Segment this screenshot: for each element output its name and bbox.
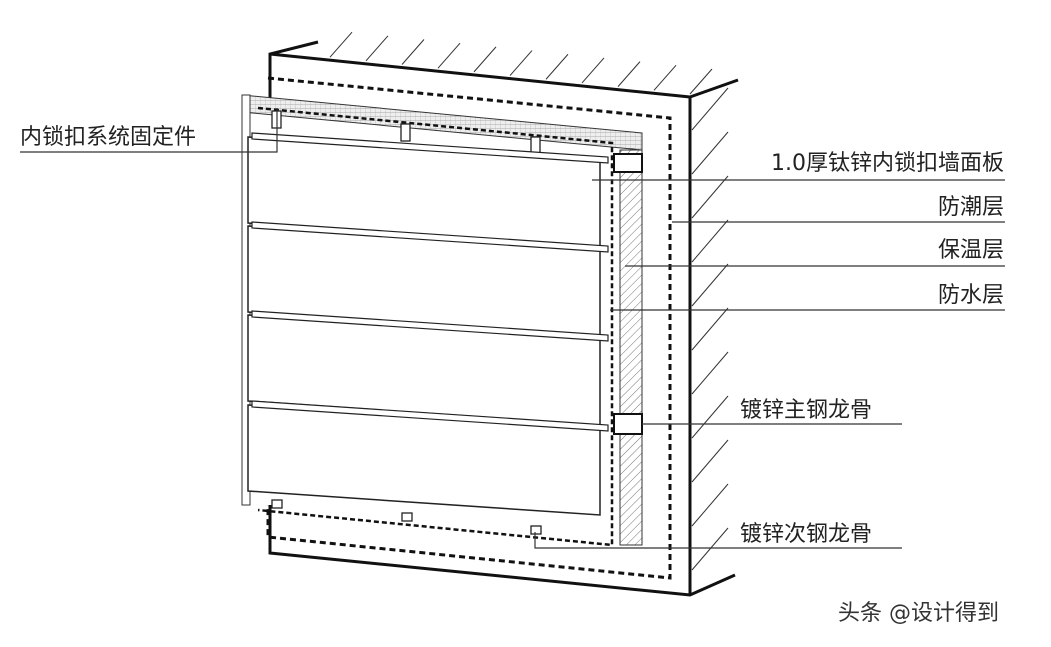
- hatch-line: [691, 87, 729, 131]
- insulation-right: [619, 149, 643, 546]
- hatch-line: [365, 35, 389, 62]
- wall-panel: [247, 310, 609, 426]
- hatch-line: [691, 351, 729, 395]
- main-keel-block-mid: [613, 413, 643, 435]
- label-moisture-layer: 防潮层: [938, 195, 1004, 220]
- hatch-line: [401, 39, 425, 65]
- hatch-line: [329, 31, 353, 58]
- hatch-line: [691, 439, 729, 483]
- wall-hatching: [329, 31, 729, 571]
- watermark: 头条 @设计得到: [838, 601, 999, 626]
- hatch-line: [691, 307, 729, 351]
- main-keel-block-top: [613, 153, 643, 173]
- hatch-line: [691, 395, 729, 439]
- label-secondary-keel: 镀锌次钢龙骨: [740, 522, 872, 547]
- moisture-membrane: [257, 106, 614, 547]
- label-panel: 1.0厚钛锌内锁扣墙面板: [771, 151, 1004, 176]
- hatch-line: [691, 263, 729, 307]
- hatch-line: [691, 527, 729, 571]
- label-fixing-system: 内锁扣系统固定件: [20, 125, 196, 150]
- hatch-line: [617, 61, 641, 87]
- hatch-line: [509, 50, 533, 76]
- hatch-line: [653, 64, 677, 91]
- hatch-line: [691, 131, 729, 175]
- wall-panel: [247, 221, 609, 337]
- hatch-line: [691, 483, 729, 527]
- hatch-line: [689, 68, 713, 95]
- leader-lines: [20, 108, 1005, 549]
- hatch-line: [581, 57, 605, 84]
- hatch-line: [691, 175, 729, 219]
- label-insulation-layer: 保温层: [938, 238, 1004, 263]
- label-waterproof-layer: 防水层: [938, 283, 1004, 308]
- hatch-line: [691, 219, 729, 263]
- wall-panels: [247, 132, 609, 516]
- wall-panel: [247, 400, 609, 516]
- waterproof-membrane: [266, 76, 672, 580]
- hatch-line: [545, 53, 569, 80]
- wall-panel: [247, 132, 609, 248]
- hatch-line: [437, 42, 461, 69]
- hatch-line: [473, 46, 497, 73]
- label-main-keel: 镀锌主钢龙骨: [740, 398, 872, 423]
